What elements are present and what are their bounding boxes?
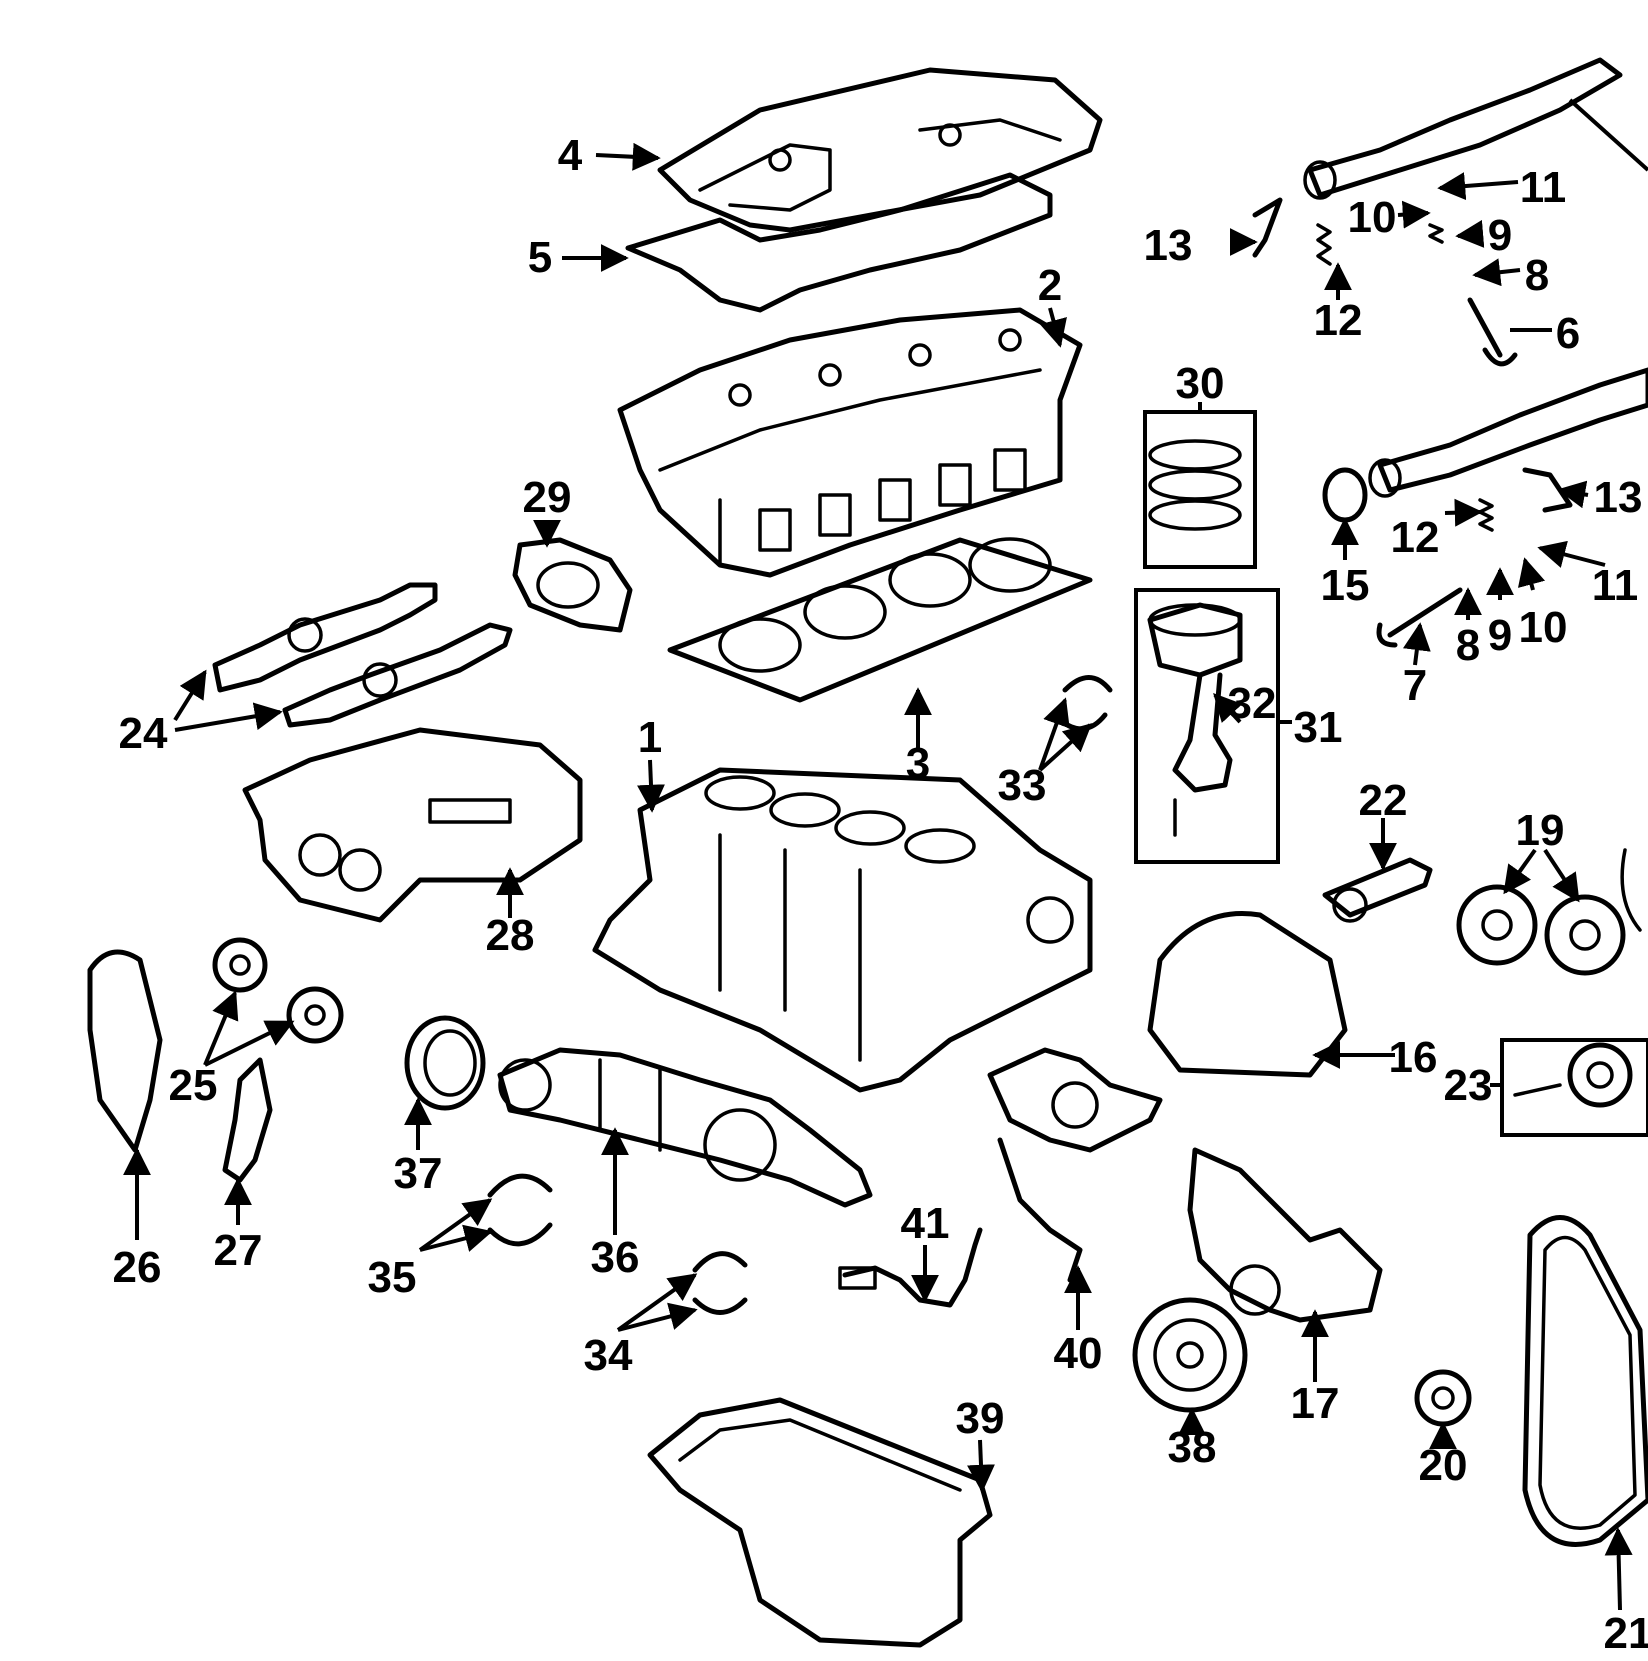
callout-10-lower: 10	[1519, 603, 1568, 652]
piston-assembly-box	[1134, 588, 1280, 864]
valve-cover	[657, 67, 1103, 233]
callout-3: 3	[906, 739, 930, 788]
callout-6: 6	[1556, 309, 1580, 358]
callout-labels: 4 5 2 3 1 29 24 28 30 33 32 31 11 10 9 8…	[113, 131, 1648, 1658]
callout-31: 31	[1294, 703, 1343, 752]
timing-belt	[1522, 1215, 1648, 1547]
callout-33: 33	[998, 761, 1047, 810]
callout-9-upper: 9	[1488, 211, 1512, 260]
callout-27: 27	[214, 1226, 263, 1275]
chain-guide	[222, 1057, 273, 1183]
rod-bearing	[1057, 675, 1113, 732]
thrust-bearings	[692, 1251, 748, 1315]
callout-11-lower: 11	[1592, 561, 1639, 610]
balance-shaft-carrier	[242, 727, 583, 923]
oil-pan	[647, 1397, 993, 1648]
callout-35: 35	[368, 1253, 417, 1302]
cylinder-head	[617, 307, 1083, 578]
callout-28: 28	[486, 911, 535, 960]
engine-block	[592, 767, 1093, 1093]
main-bearings	[487, 1173, 553, 1247]
cam-sprockets	[1456, 848, 1642, 976]
callout-2: 2	[1038, 261, 1062, 310]
callout-30: 30	[1176, 359, 1225, 408]
callout-24: 24	[119, 709, 168, 758]
thermostat-housing	[512, 537, 633, 633]
crankshaft	[497, 1047, 873, 1208]
callout-38: 38	[1168, 1423, 1217, 1472]
roller-followers	[1252, 197, 1573, 513]
callout-29: 29	[523, 473, 572, 522]
balance-shafts	[212, 582, 513, 728]
callout-8-lower: 8	[1456, 621, 1480, 670]
oil-pump	[987, 1047, 1163, 1283]
callout-21: 21	[1604, 1609, 1648, 1656]
callout-7: 7	[1403, 661, 1427, 710]
callout-13-lower: 13	[1594, 473, 1643, 522]
callout-41: 41	[901, 1199, 950, 1248]
leader-lines	[123, 98, 1648, 1611]
callout-13-upper: 13	[1144, 221, 1193, 270]
callout-19: 19	[1516, 806, 1565, 855]
callout-12-lower: 12	[1391, 513, 1440, 562]
callout-10-upper: 10	[1348, 193, 1397, 242]
callout-8-upper: 8	[1525, 251, 1549, 300]
callout-16: 16	[1389, 1033, 1438, 1082]
callout-4: 4	[558, 131, 583, 180]
callout-22: 22	[1359, 776, 1408, 825]
inner-timing-cover	[1147, 910, 1348, 1078]
balance-shaft-chain	[87, 949, 163, 1153]
callout-26: 26	[113, 1243, 162, 1292]
head-gasket	[667, 537, 1093, 703]
callout-9-lower: 9	[1488, 611, 1512, 660]
piston-rings	[1148, 439, 1242, 531]
callout-11-upper: 11	[1520, 163, 1567, 212]
piston-connecting-rod	[1147, 602, 1243, 837]
callout-34: 34	[584, 1331, 633, 1380]
callout-5: 5	[528, 233, 552, 282]
callout-20: 20	[1419, 1441, 1468, 1490]
callout-25: 25	[169, 1061, 218, 1110]
callout-37: 37	[394, 1149, 443, 1198]
callout-1: 1	[638, 713, 662, 762]
callout-32: 32	[1228, 679, 1277, 728]
callout-23: 23	[1444, 1061, 1493, 1110]
idler-pulley	[1513, 1042, 1633, 1108]
callout-40: 40	[1054, 1329, 1103, 1378]
valve-exhaust	[1376, 587, 1463, 648]
outer-timing-cover	[1187, 1147, 1383, 1323]
callout-39: 39	[956, 1394, 1005, 1443]
timing-tensioner	[1322, 857, 1433, 923]
callout-12-upper: 12	[1314, 296, 1363, 345]
idler-pulley-box	[1500, 1038, 1648, 1137]
camshaft-lower	[1368, 367, 1648, 498]
rear-main-seal	[404, 1015, 486, 1111]
cam-seal	[1322, 467, 1368, 523]
crank-sprocket	[1414, 1369, 1472, 1427]
valve-intake	[1467, 297, 1518, 367]
balance-shaft-sprockets	[212, 937, 344, 1044]
callout-17: 17	[1291, 1379, 1340, 1428]
callout-15: 15	[1321, 561, 1370, 610]
valve-cover-gasket	[625, 172, 1053, 313]
crankshaft-damper	[1132, 1297, 1248, 1413]
camshaft-upper	[1303, 57, 1623, 200]
callout-36: 36	[591, 1233, 640, 1282]
